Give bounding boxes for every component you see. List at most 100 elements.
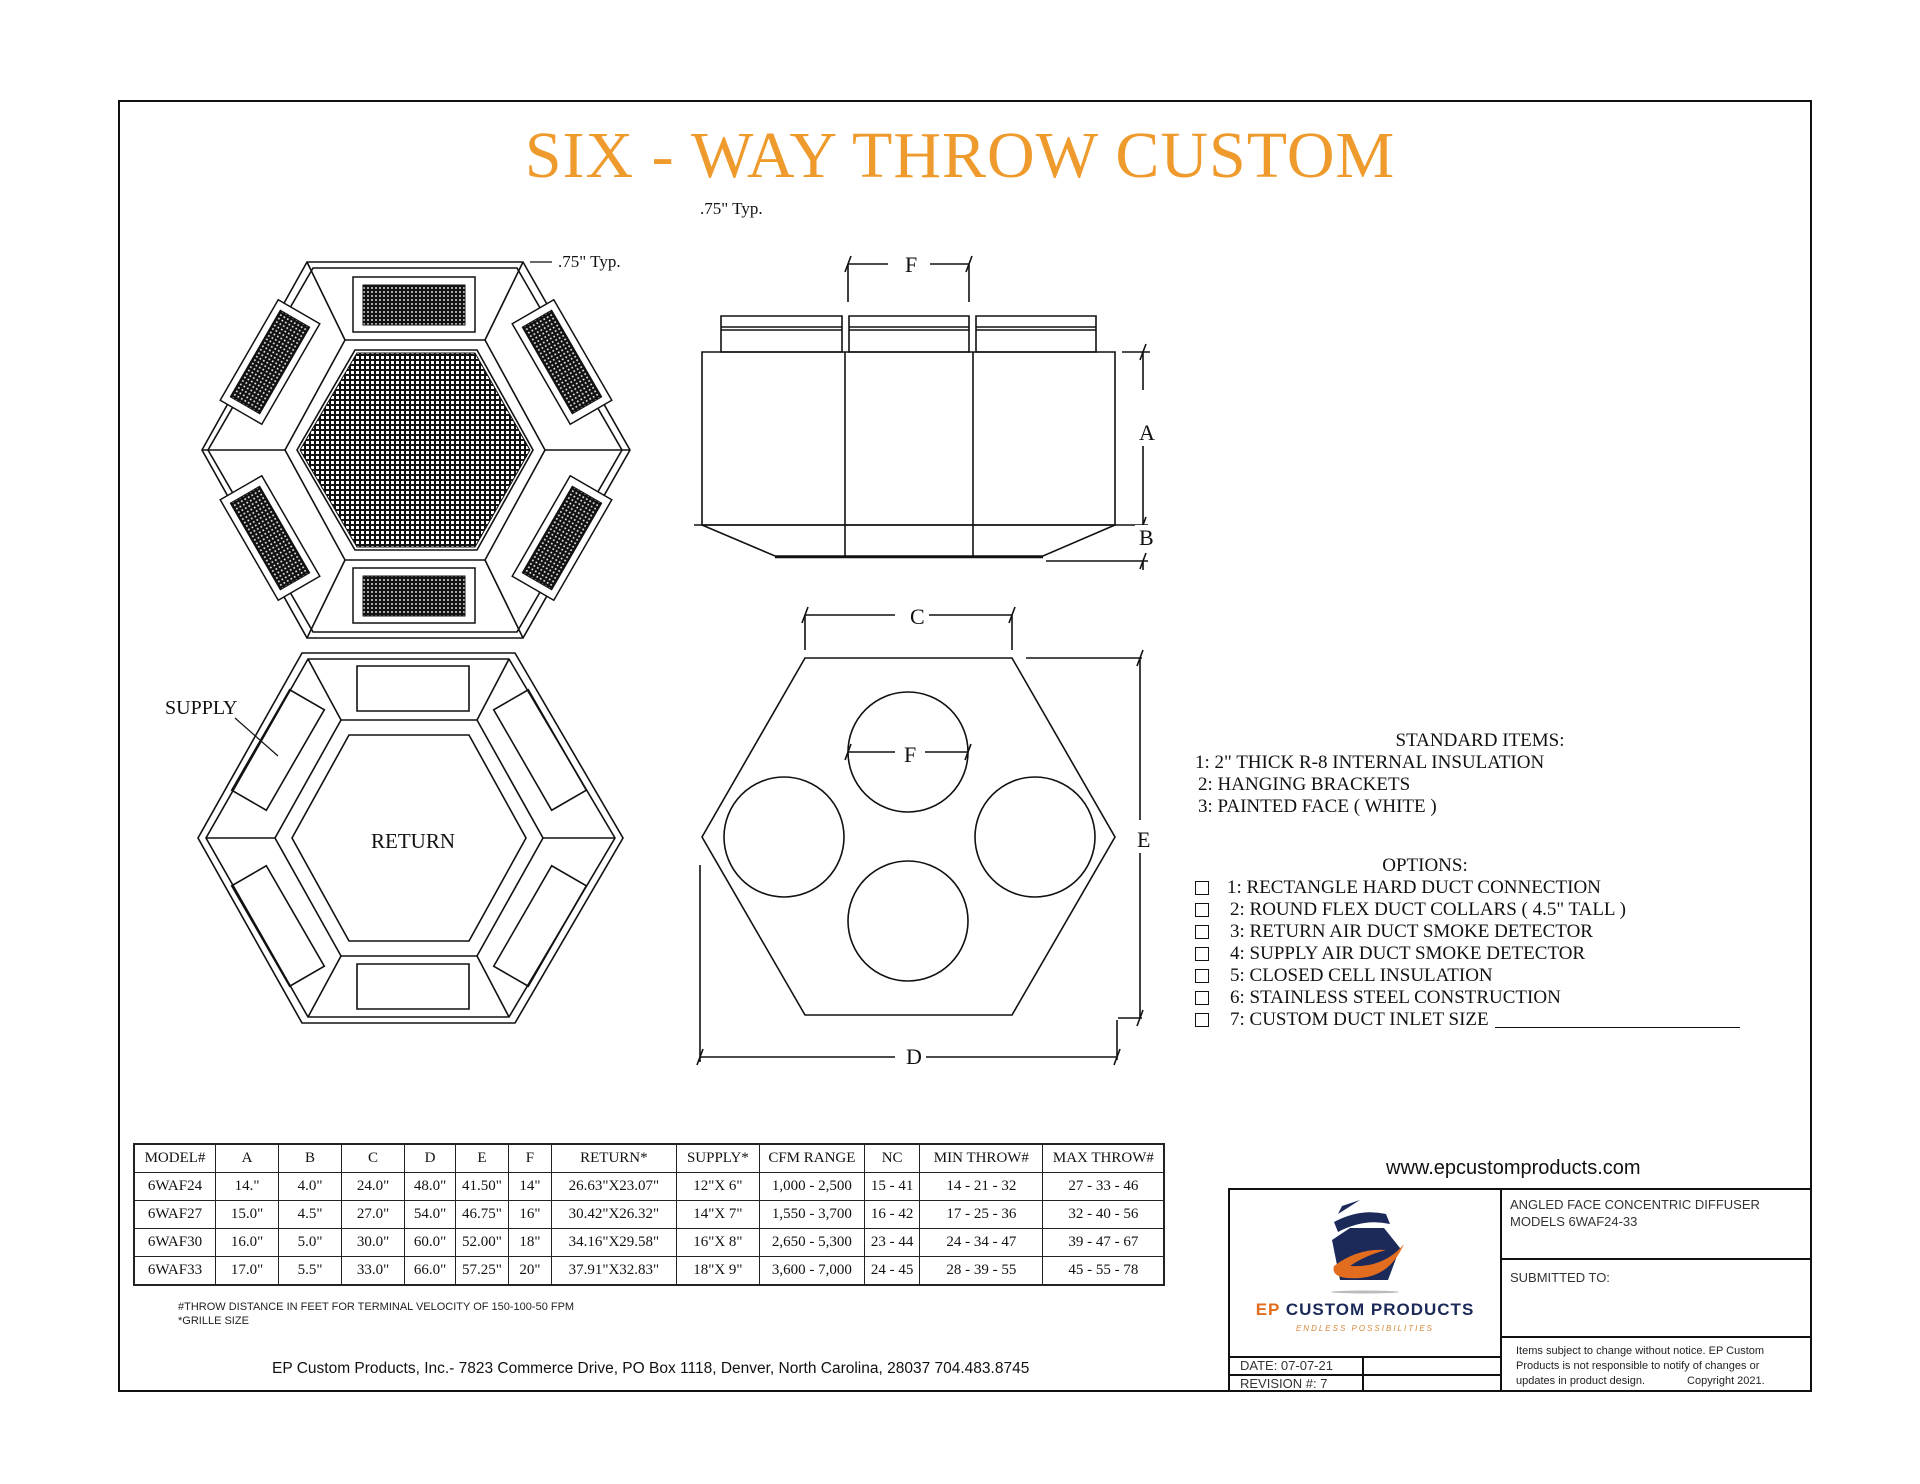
col-header: E: [455, 1143, 509, 1173]
option-checkbox[interactable]: [1195, 881, 1209, 895]
dim-label-c: C: [906, 604, 929, 630]
cell: 66.0": [404, 1256, 456, 1286]
option-checkbox[interactable]: [1195, 947, 1209, 961]
cell: 1,000 - 2,500: [758, 1172, 865, 1201]
copyright: Copyright 2021.: [1687, 1375, 1765, 1387]
cell: 57.25": [455, 1256, 509, 1286]
standard-items: STANDARD ITEMS: 1: 2" THICK R-8 INTERNAL…: [1195, 730, 1795, 818]
col-header: F: [507, 1143, 552, 1173]
standard-item: 1: 2" THICK R-8 INTERNAL INSULATION: [1195, 752, 1545, 773]
option-row[interactable]: 3: RETURN AIR DUCT SMOKE DETECTOR: [1195, 921, 1815, 943]
cell: 24 - 34 - 47: [919, 1228, 1044, 1257]
option-label: 3: RETURN AIR DUCT SMOKE DETECTOR: [1230, 921, 1593, 942]
col-header: D: [404, 1143, 456, 1173]
dim-label-e: E: [1133, 827, 1155, 853]
disclaimer-cell: Items subject to change without notice. …: [1502, 1340, 1810, 1390]
option-checkbox[interactable]: [1195, 925, 1209, 939]
option-row[interactable]: 2: ROUND FLEX DUCT COLLARS ( 4.5" TALL ): [1195, 899, 1815, 921]
disclaimer-line: updates in product design.Copyright 2021…: [1516, 1375, 1765, 1387]
dim-label-f-side: F: [901, 252, 922, 278]
options-heading: OPTIONS:: [1382, 855, 1468, 876]
description-cell: ANGLED FACE CONCENTRIC DIFFUSER MODELS 6…: [1502, 1190, 1810, 1260]
grille-footnote: *GRILLE SIZE: [178, 1315, 249, 1327]
side-elevation-drawing: [690, 250, 1170, 570]
drawing-frame: [118, 100, 1812, 1392]
option-checkbox[interactable]: [1195, 969, 1209, 983]
option-row[interactable]: 5: CLOSED CELL INSULATION: [1195, 965, 1815, 987]
col-header: RETURN*: [550, 1143, 677, 1173]
cell: 33.0": [341, 1256, 405, 1286]
option-label: 4: SUPPLY AIR DUCT SMOKE DETECTOR: [1230, 943, 1586, 964]
option-checkbox[interactable]: [1195, 1013, 1209, 1027]
options-list: OPTIONS: 1: RECTANGLE HARD DUCT CONNECTI…: [1195, 855, 1815, 1031]
cell: 4.0": [278, 1172, 342, 1201]
face-view-drawing: [190, 250, 650, 650]
option-checkbox[interactable]: [1195, 991, 1209, 1005]
throw-footnote: #THROW DISTANCE IN FEET FOR TERMINAL VEL…: [178, 1301, 575, 1313]
cell: 6WAF33: [133, 1256, 216, 1286]
models-line: MODELS 6WAF24-33: [1510, 1214, 1638, 1229]
disclaimer-line: Items subject to change without notice. …: [1516, 1345, 1765, 1357]
cell: 37.91"X32.83": [550, 1256, 677, 1286]
page-title: SIX - WAY THROW CUSTOM: [524, 119, 1396, 192]
logo-wordmark: EP CUSTOM PRODUCTS: [1255, 1300, 1475, 1319]
supply-label: SUPPLY: [165, 697, 238, 719]
option-row[interactable]: 1: RECTANGLE HARD DUCT CONNECTION: [1195, 877, 1815, 899]
date-value: DATE: 07-07-21: [1230, 1358, 1364, 1374]
cell: 28 - 39 - 55: [919, 1256, 1044, 1286]
cell: 16.0": [215, 1228, 279, 1257]
cell: 27.0": [341, 1200, 405, 1229]
cell: 18"X 9": [675, 1256, 760, 1286]
col-header: NC: [863, 1143, 921, 1173]
submitted-to-label: SUBMITTED TO:: [1510, 1270, 1610, 1285]
cell: 48.0": [404, 1172, 456, 1201]
cell: 45 - 55 - 78: [1042, 1256, 1165, 1286]
ep-logo-icon: [1331, 1200, 1404, 1294]
cell: 14.": [215, 1172, 279, 1201]
title-block: EP CUSTOM PRODUCTS ENDLESS POSSIBILITIES…: [1228, 1188, 1812, 1392]
cell: 17.0": [215, 1256, 279, 1286]
typ-callout-plan: .75" Typ.: [558, 252, 621, 271]
dim-label-d: D: [902, 1044, 926, 1070]
cell: 6WAF24: [133, 1172, 216, 1201]
disclaimer-line: Products is not responsible to notify of…: [1516, 1360, 1760, 1372]
top-view-drawing: [690, 590, 1170, 1090]
cell: 16"X 8": [675, 1228, 760, 1257]
standard-item: 3: PAINTED FACE ( WHITE ): [1198, 796, 1437, 817]
option-row[interactable]: 4: SUPPLY AIR DUCT SMOKE DETECTOR: [1195, 943, 1815, 965]
website-link[interactable]: www.epcustomproducts.com: [1386, 1157, 1641, 1179]
option-label: 2: ROUND FLEX DUCT COLLARS ( 4.5" TALL ): [1230, 899, 1626, 920]
date-row: DATE: 07-07-21: [1230, 1356, 1500, 1374]
cell: 39 - 47 - 67: [1042, 1228, 1165, 1257]
cell: 12"X 6": [675, 1172, 760, 1201]
cell: 14"X 7": [675, 1200, 760, 1229]
cell: 30.0": [341, 1228, 405, 1257]
submitted-to-cell[interactable]: SUBMITTED TO:: [1502, 1262, 1810, 1338]
cell: 14 - 21 - 32: [919, 1172, 1044, 1201]
cell: 24 - 45: [863, 1256, 921, 1286]
cell: 3,600 - 7,000: [758, 1256, 865, 1286]
cell: 15.0": [215, 1200, 279, 1229]
company-address: EP Custom Products, Inc.- 7823 Commerce …: [272, 1360, 1030, 1377]
option-checkbox[interactable]: [1195, 903, 1209, 917]
cell: 30.42"X26.32": [550, 1200, 677, 1229]
option-row[interactable]: 7: CUSTOM DUCT INLET SIZE: [1195, 1009, 1815, 1031]
standard-items-heading: STANDARD ITEMS:: [1395, 730, 1565, 751]
col-header: A: [215, 1143, 279, 1173]
cell: 2,650 - 5,300: [758, 1228, 865, 1257]
cell: 26.63"X23.07": [550, 1172, 677, 1201]
standard-item: 2: HANGING BRACKETS: [1198, 774, 1411, 795]
cell: 60.0": [404, 1228, 456, 1257]
option-row[interactable]: 6: STAINLESS STEEL CONSTRUCTION: [1195, 987, 1815, 1009]
custom-size-input-line[interactable]: [1494, 1013, 1740, 1028]
table-header-row: MODEL# A B C D E F RETURN* SUPPLY* CFM R…: [133, 1143, 1165, 1173]
return-label: RETURN: [371, 829, 455, 853]
cell: 18": [507, 1228, 552, 1257]
cell: 14": [507, 1172, 552, 1201]
cell: 34.16"X29.58": [550, 1228, 677, 1257]
plan-view-drawing: [195, 650, 635, 1030]
spec-table: MODEL# A B C D E F RETURN* SUPPLY* CFM R…: [133, 1143, 1166, 1286]
